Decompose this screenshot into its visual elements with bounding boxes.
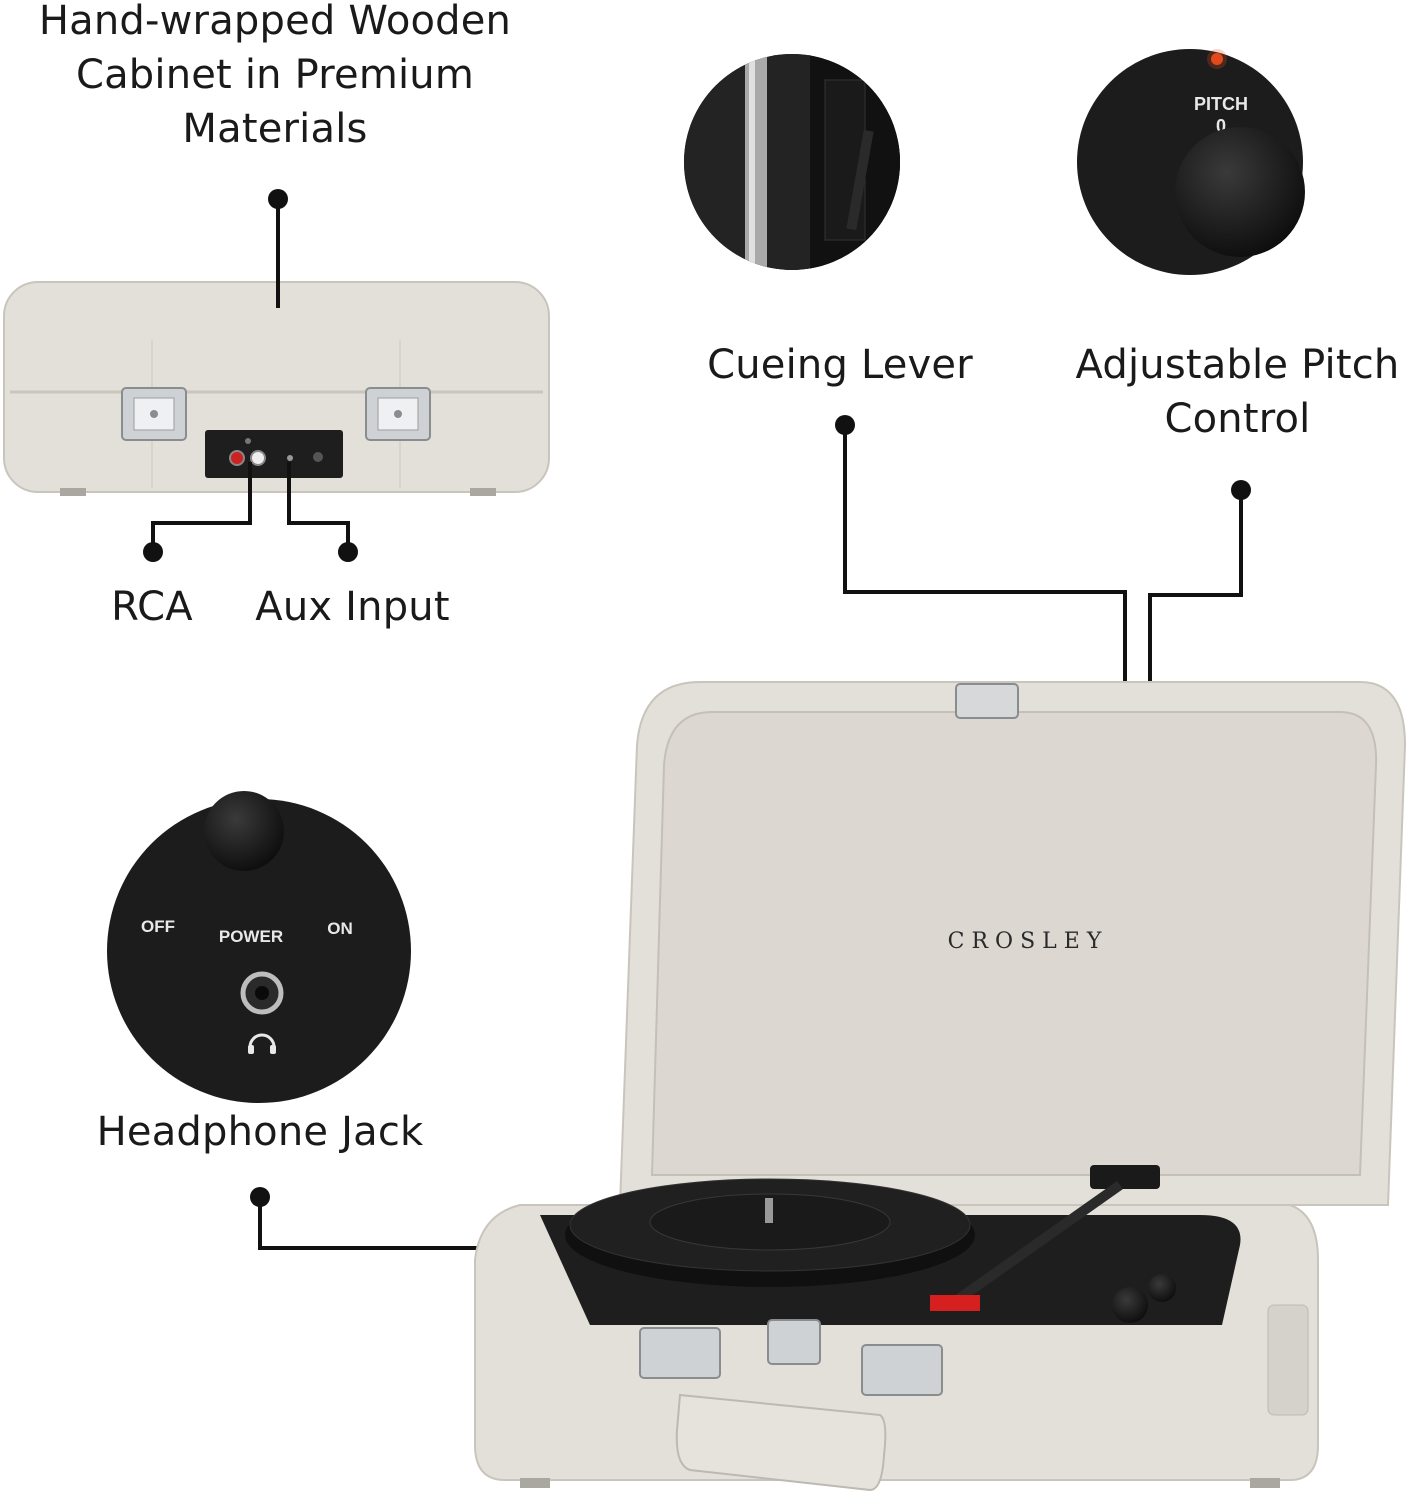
- power-knob-icon: [204, 791, 284, 871]
- rca-callout: RCA: [111, 584, 193, 630]
- pitch-knob-icon: [1175, 127, 1305, 257]
- power-label: POWER: [219, 927, 283, 946]
- pitch-control-callout: Adjustable Pitch Control: [1075, 342, 1400, 442]
- aux-leader-line: [287, 462, 358, 562]
- rca-leader-line: [143, 462, 252, 562]
- power-off-label: OFF: [141, 917, 175, 936]
- turntable-base: [474, 1165, 1319, 1492]
- rear-io-panel: [205, 430, 343, 478]
- stylus-icon: [930, 1295, 980, 1311]
- closed-turntable-back-view: [3, 281, 550, 496]
- cabinet-callout: Hand-wrapped Wooden Cabinet in Premium M…: [38, 0, 512, 152]
- power-on-label: ON: [327, 919, 353, 938]
- brand-logo: CROSLEY: [948, 929, 1109, 954]
- hinge-right: [365, 387, 431, 441]
- headphone-jack-callout: Headphone Jack: [96, 1109, 424, 1155]
- pitch-panel-label: PITCH: [1194, 94, 1248, 114]
- turntable-lid: CROSLEY: [618, 681, 1407, 1206]
- cueing-lever-closeup: [684, 54, 900, 270]
- headphone-icon: [248, 1033, 276, 1054]
- pitch-led-icon: [1211, 53, 1223, 65]
- cueing-lever-callout: Cueing Lever: [707, 342, 973, 388]
- pitch-control-closeup: PITCH 0: [1077, 49, 1305, 275]
- open-turntable: CROSLEY: [474, 681, 1407, 1492]
- cabinet-leader-line: [268, 189, 288, 308]
- hinge-left: [121, 387, 187, 441]
- aux-input-callout: Aux Input: [255, 584, 450, 630]
- power-headphone-closeup: OFF POWER ON: [107, 791, 411, 1103]
- pitch-panel-value: 0: [1216, 116, 1226, 136]
